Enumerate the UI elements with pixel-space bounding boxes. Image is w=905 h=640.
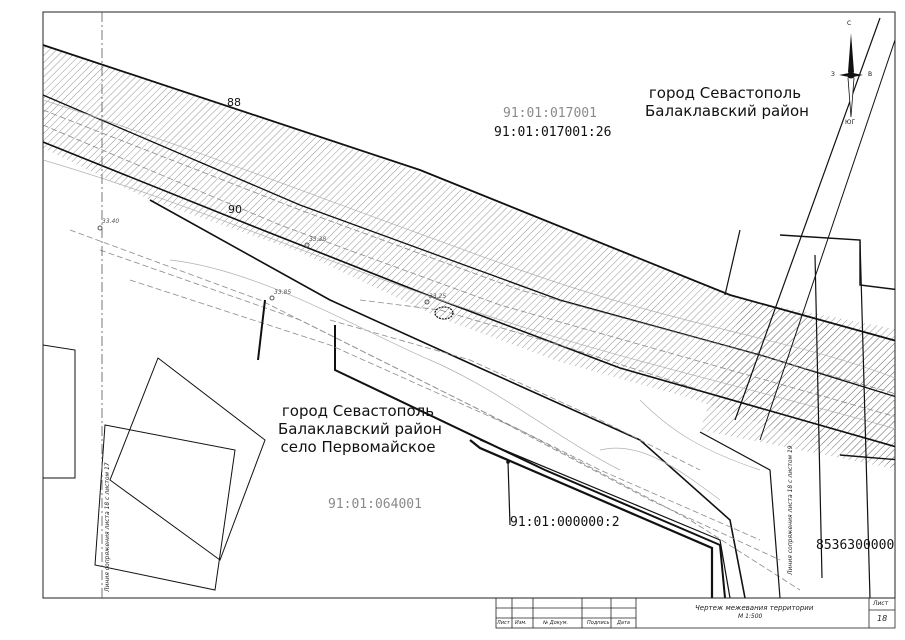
place-city: город Севастополь — [648, 84, 802, 102]
cadastral-block-south: 91:01:064001 — [328, 497, 422, 512]
compass-east: В — [868, 71, 873, 78]
building-footprint-2 — [94, 424, 236, 591]
title-block — [495, 597, 896, 629]
parcel-east-outline-5 — [839, 454, 895, 461]
compass-south: ЮГ — [845, 119, 856, 126]
title-col-sign: Подпись — [587, 620, 610, 626]
survey-lines — [43, 109, 895, 591]
compass-west: З — [831, 71, 835, 78]
contour-label-88: 88 — [227, 96, 241, 109]
road-parcel-outline-2 — [479, 439, 731, 598]
parcel-east-line — [724, 229, 741, 296]
building-footprint-1 — [109, 357, 266, 561]
parcel-east-outline-3 — [814, 254, 823, 579]
north-arrow-icon — [839, 33, 863, 118]
sheet-label: Лист — [873, 600, 889, 607]
parcel-east-outline-4 — [699, 431, 781, 598]
drawing-scale: М 1:500 — [738, 613, 763, 620]
road-line-ne-1 — [734, 17, 881, 421]
cadastral-parcel-road: 91:01:000000:2 — [510, 515, 620, 530]
elevation-mark: 33.85 — [274, 289, 292, 296]
elevation-mark: 33.38 — [309, 236, 327, 243]
sheet-number: 18 — [877, 614, 888, 623]
zone-boundary-inner — [43, 94, 895, 398]
sheet-junction-note-left: Линия сопряжения листа 18 с листом 17 — [104, 462, 111, 592]
drawing-frame — [42, 11, 896, 599]
parcel-boundary-south — [334, 325, 726, 598]
title-col-date: Дата — [617, 620, 630, 626]
elevation-mark: 33.25 — [429, 293, 447, 300]
compass-north: С — [847, 20, 852, 27]
place-city: город Севастополь — [281, 402, 435, 420]
tree-symbol — [434, 306, 454, 320]
parcel-east-outline-2 — [859, 239, 871, 598]
road-line-ne-2 — [759, 39, 895, 441]
contour-label-90: 90 — [228, 203, 242, 216]
road-parcel-outline — [469, 439, 714, 598]
sheet-junction-note-right: Линия сопряжения листа 18 с листом 19 — [787, 445, 794, 575]
place-district: Балаклавский район — [645, 102, 809, 120]
parcel-east-outline — [779, 234, 895, 291]
title-col-sheet: Лист — [497, 620, 510, 626]
place-district: Балаклавский район — [278, 420, 442, 438]
place-label-ne: город Севастополь Балаклавский район — [645, 84, 809, 120]
hatched-zone-east — [700, 300, 895, 469]
leader-road-parcel — [507, 461, 511, 526]
zone-boundary-north — [43, 44, 895, 342]
title-col-rev: Изм. — [515, 620, 527, 626]
cadastral-parcel-east: 8536300000 — [816, 538, 895, 553]
place-label-center: город Севастополь Балаклавский район сел… — [278, 402, 442, 456]
cadastral-block-north: 91:01:017001 — [503, 106, 597, 121]
drawing-title: Чертеж межевания территории — [695, 604, 814, 612]
road-edge-south — [149, 199, 746, 598]
boundary-line-left — [257, 299, 266, 361]
hatched-zone — [43, 45, 895, 467]
elevation-mark: 33.40 — [102, 218, 120, 225]
cadastral-parcel-north: 91:01:017001:26 — [494, 125, 612, 140]
building-left — [43, 344, 76, 479]
place-village: село Первомайское — [280, 438, 436, 456]
title-col-doc: № Докум. — [543, 620, 569, 626]
